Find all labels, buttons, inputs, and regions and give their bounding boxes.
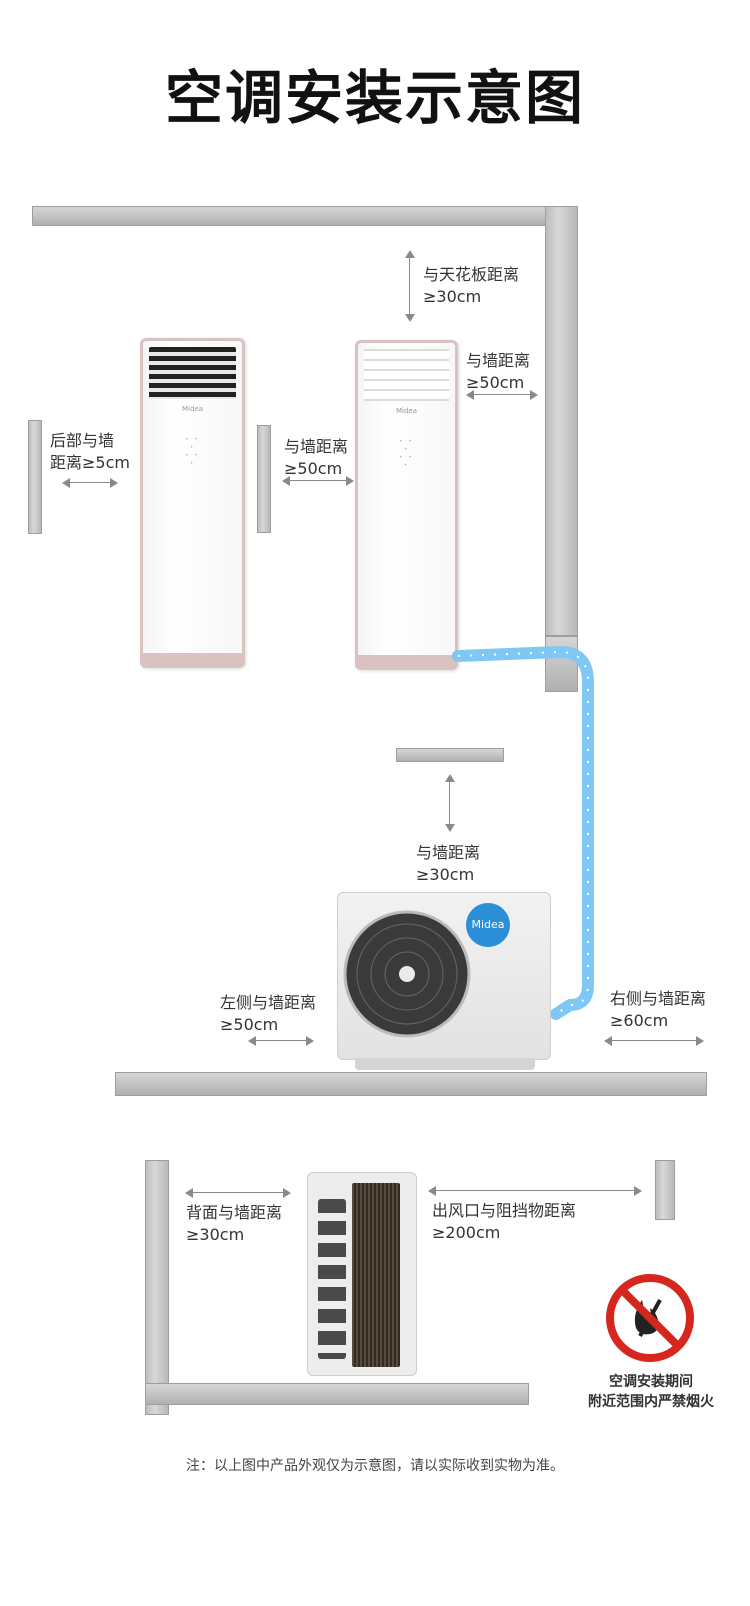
back-wall [145, 1160, 169, 1415]
control-dots: • • •• • • [185, 436, 200, 467]
double-arrow-icon [466, 390, 538, 400]
no-fire-icon [606, 1274, 694, 1362]
outdoor-left-distance-label: 左侧与墙距离≥50cm [220, 993, 317, 1034]
right-wall [545, 206, 578, 636]
side-ground-wall [145, 1383, 529, 1405]
double-arrow-icon [282, 476, 354, 486]
double-arrow-icon [445, 774, 455, 832]
page-title: 空调安装示意图 [164, 64, 585, 132]
air-louver [364, 349, 449, 401]
rear-wall-middle [257, 425, 271, 533]
indoor-unit-side: Midea • • •• • • [140, 338, 245, 668]
brand-mark: Midea [181, 405, 204, 413]
ceiling-distance-label: 与天花板距离≥30cm [423, 265, 520, 306]
control-dots: • • •• • • [399, 438, 414, 469]
fan-grille [343, 910, 471, 1038]
outdoor-unit-feet [355, 1058, 535, 1070]
warning-text: 空调安装期间附近范围内严禁烟火 [588, 1374, 714, 1410]
footnote: 注：以上图中产品外观仅为示意图，请以实际收到实物为准。 [186, 1458, 564, 1474]
outdoor-right-distance-label: 右侧与墙距离≥60cm [610, 989, 707, 1030]
obstacle-wall [655, 1160, 675, 1220]
brand-badge: Midea [466, 903, 510, 947]
right-wall-distance-label: 与墙距离≥50cm [466, 351, 531, 392]
outdoor-unit-front: Midea [337, 892, 551, 1060]
outdoor-top-distance-label: 与墙距离≥30cm [416, 843, 481, 884]
double-arrow-icon [604, 1036, 704, 1046]
double-arrow-icon [62, 478, 118, 488]
side-vents [318, 1199, 346, 1359]
condenser-coil [352, 1183, 400, 1367]
outdoor-outlet-distance-label: 出风口与阻挡物距离≥200cm [432, 1201, 577, 1242]
indoor-unit-front: Midea • • •• • • [355, 340, 458, 670]
cabinet-base [143, 653, 242, 665]
outdoor-back-distance-label: 背面与墙距离≥30cm [186, 1203, 283, 1244]
double-arrow-icon [405, 250, 415, 322]
double-arrow-icon [248, 1036, 314, 1046]
double-arrow-icon [428, 1186, 642, 1196]
cabinet-base [358, 655, 455, 667]
brand-mark: Midea [395, 407, 418, 415]
air-louver [149, 347, 236, 399]
outdoor-unit-side [307, 1172, 417, 1376]
rear-wall-left [28, 420, 42, 534]
rear-wall-distance-label: 后部与墙距离≥5cm [50, 431, 130, 472]
outdoor-top-wall [396, 748, 504, 762]
ground-wall [115, 1072, 707, 1096]
double-arrow-icon [185, 1188, 291, 1198]
between-units-distance-label: 与墙距离≥50cm [284, 437, 349, 478]
